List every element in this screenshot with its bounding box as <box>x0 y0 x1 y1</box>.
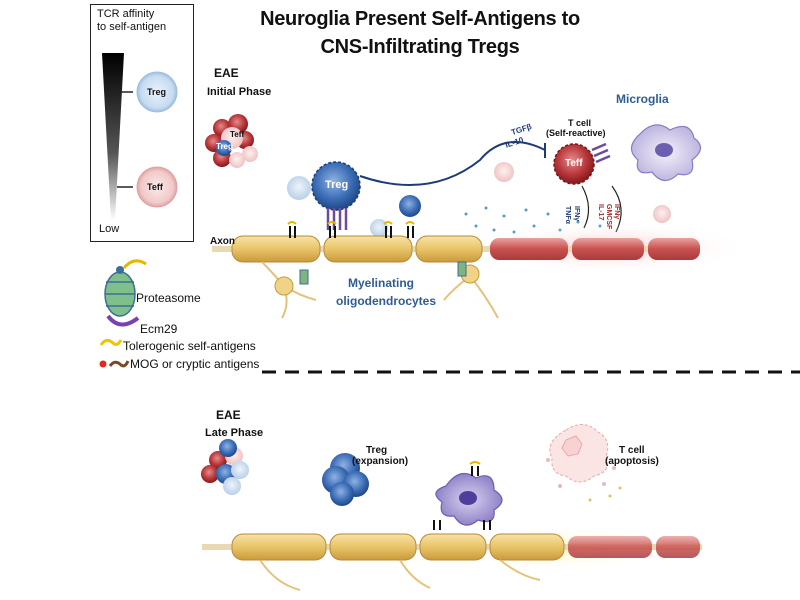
oligodendrocytes-label-1: Myelinating <box>348 276 415 290</box>
oligodendrocytes-label-2: oligodendrocytes <box>336 294 437 308</box>
late-tcell-label-2: (apoptosis) <box>605 456 659 467</box>
light-teff-cell <box>653 205 671 223</box>
treg-cell-small <box>399 195 421 217</box>
myelin-segments-late <box>231 533 565 561</box>
affinity-low-label: Low <box>99 223 120 235</box>
light-treg-cell <box>287 176 311 200</box>
cytokine-arrow-1 <box>581 185 590 229</box>
self-reactive-tcell <box>553 142 611 185</box>
late-oligodendrocyte-processes <box>259 559 541 591</box>
late-phase-heading-2: Late Phase <box>205 427 264 439</box>
mog-antigen-icon <box>99 360 130 368</box>
tcell-label-1: T cell <box>568 118 592 128</box>
legend-proteasome: Proteasome <box>136 291 201 305</box>
ifng-label: IFNγ <box>573 206 580 222</box>
affinity-treg-label: Treg <box>147 87 167 97</box>
cluster-treg-label: Treg <box>216 142 233 151</box>
affinity-teff-label: Teff <box>147 182 163 192</box>
initial-phase-heading-1: EAE <box>214 66 239 80</box>
microglia-late <box>433 461 503 530</box>
treg-main-label: Treg <box>325 179 349 191</box>
legend-ecm29: Ecm29 <box>140 322 178 336</box>
treg-cell-main <box>311 161 361 230</box>
microglia-label: Microglia <box>616 92 669 106</box>
legend-mog: MOG or cryptic antigens <box>130 357 260 371</box>
light-teff-cell <box>494 162 514 182</box>
tolerogenic-antigen-icon <box>99 338 123 346</box>
suppression-arrow <box>359 141 546 186</box>
ecm29-icon <box>106 314 140 327</box>
affinity-high-label: High <box>107 41 126 51</box>
recovering-segments <box>568 536 700 558</box>
mhc-receptors <box>289 226 414 238</box>
tnfa-label: TNFα <box>564 206 571 224</box>
affinity-gradient-wedge <box>102 53 178 220</box>
late-treg-label-1: Treg <box>366 445 388 456</box>
gmcsf-label: GMCSF <box>605 204 612 230</box>
affinity-legend: TCR affinity to self-antigen High Low Tr… <box>90 4 194 242</box>
treg-expansion-cells <box>322 453 369 506</box>
late-tcell-label-1: T cell <box>619 445 645 456</box>
title-line-1: Neuroglia Present Self-Antigens to <box>260 8 580 30</box>
apoptotic-tcell <box>546 424 622 502</box>
microglia-cell <box>630 124 702 182</box>
title-line-2: CNS-Infiltrating Tregs <box>320 36 520 58</box>
initial-cell-cluster <box>205 114 258 168</box>
tcell-label-2: (Self-reactive) <box>546 128 606 138</box>
cluster-teff-label: Teff <box>230 130 245 139</box>
proteasome-icon-small <box>299 261 467 285</box>
affinity-heading-2: to self-antigen <box>97 21 167 33</box>
teff-label: Teff <box>565 158 583 169</box>
axon-label: Axon <box>210 236 235 247</box>
il17-label: IL-17 <box>597 204 604 221</box>
oligodendrocyte-cell <box>274 276 294 296</box>
late-cell-cluster <box>201 439 249 495</box>
demyelinated-segments <box>490 238 700 260</box>
proteasome-icon <box>104 259 147 317</box>
late-treg-label-2: (expansion) <box>352 456 409 467</box>
affinity-heading-1: TCR affinity <box>97 8 155 20</box>
light-treg-cell <box>370 219 388 237</box>
legend-tolerogenic: Tolerogenic self-antigens <box>123 339 256 353</box>
initial-phase-heading-2: Initial Phase <box>207 86 272 98</box>
late-phase-heading-1: EAE <box>216 408 241 422</box>
myelin-segments-initial <box>231 235 483 263</box>
ifng2-label: IFNγ <box>613 204 620 220</box>
